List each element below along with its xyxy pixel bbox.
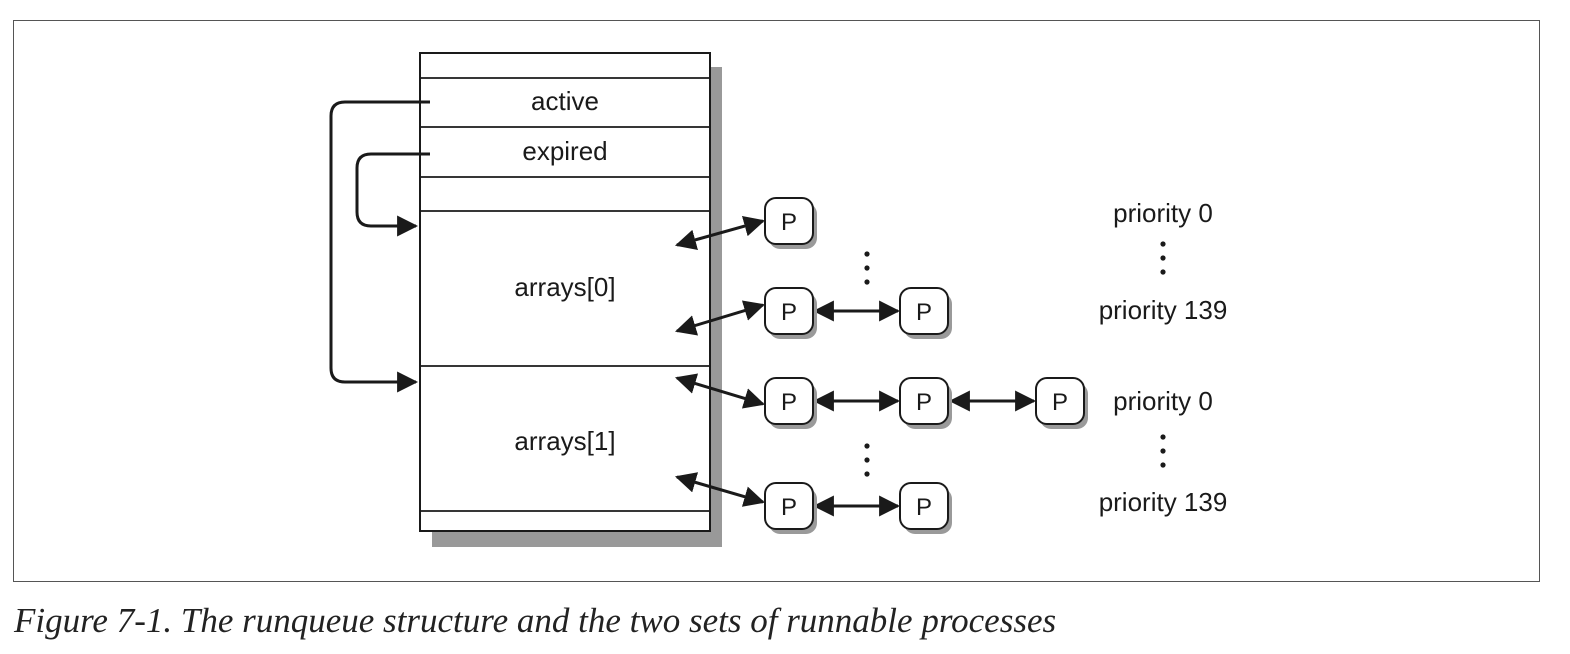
process-node-box: [1035, 377, 1085, 425]
process-node-box: [764, 377, 814, 425]
expired-pointer-arrow: [355, 152, 430, 237]
process-node-label: P: [1052, 389, 1068, 416]
process-node-label: P: [781, 299, 797, 326]
priority-label-a0-top: priority 0: [1113, 198, 1213, 228]
process-node-label: P: [781, 209, 797, 236]
process-node-label: P: [916, 389, 932, 416]
proc-a1-p0-3: P: [1035, 377, 1088, 429]
priority-label-a0-bottom: priority 139: [1099, 295, 1228, 325]
process-node-box: [899, 482, 949, 530]
process-node-label: P: [916, 494, 932, 521]
process-nodes: P P P P P P P P: [764, 197, 1088, 534]
priority-label-a1-top: priority 0: [1113, 386, 1213, 416]
proc-a1-p0-2: P: [899, 377, 952, 429]
process-node-box: [764, 197, 814, 245]
process-node-box: [764, 287, 814, 335]
ellipsis-dots: [864, 241, 1166, 477]
proc-a0-p139-1: P: [764, 287, 817, 339]
process-node-box: [899, 287, 949, 335]
figure-caption: Figure 7-1. The runqueue structure and t…: [14, 601, 1057, 640]
proc-a1-p0-1: P: [764, 377, 817, 429]
field-arrays-1: arrays[1]: [514, 426, 615, 456]
process-node-box: [764, 482, 814, 530]
field-arrays-0: arrays[0]: [514, 272, 615, 302]
field-active: active: [531, 86, 599, 116]
proc-a0-p139-2: P: [899, 287, 952, 339]
active-pointer-arrow: [329, 100, 430, 393]
proc-a0-p0-1: P: [764, 197, 817, 249]
link-a1-head-p139: [674, 472, 766, 507]
proc-a1-p139-2: P: [899, 482, 952, 534]
link-a1-head-p0: [674, 373, 766, 409]
proc-a1-p139-1: P: [764, 482, 817, 534]
process-node-box: [899, 377, 949, 425]
link-a0-head-p139: [674, 300, 766, 336]
runqueue-box: [419, 52, 711, 532]
process-node-label: P: [781, 494, 797, 521]
runqueue-dividers: [420, 77, 710, 512]
process-node-label: P: [916, 299, 932, 326]
field-expired: expired: [522, 136, 607, 166]
link-a0-head-p0: [674, 215, 766, 251]
process-node-label: P: [781, 389, 797, 416]
priority-label-a1-bottom: priority 139: [1099, 487, 1228, 517]
